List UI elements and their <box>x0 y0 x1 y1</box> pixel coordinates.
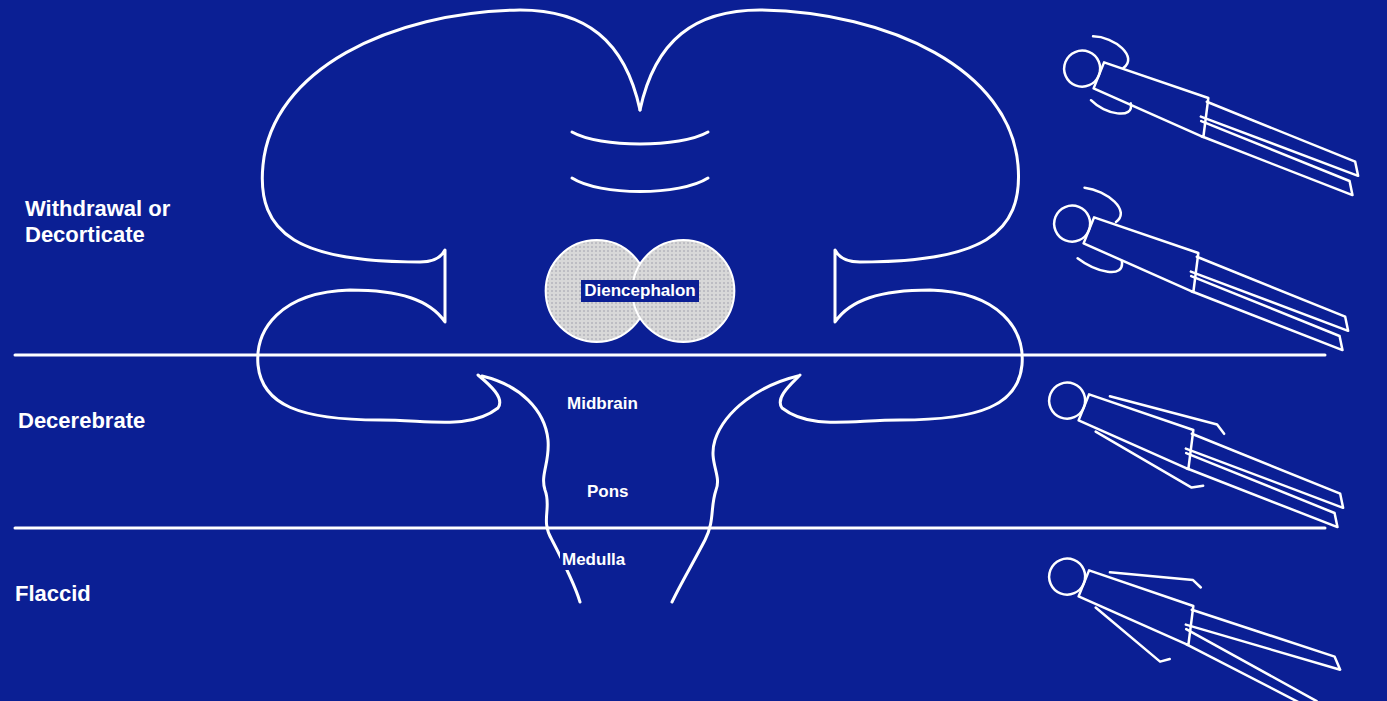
brainstem-right <box>672 376 798 602</box>
decorticate-figure <box>1054 28 1372 208</box>
level-divider <box>15 527 1325 530</box>
right-hemisphere <box>640 10 1022 422</box>
corpus-callosum <box>572 132 708 144</box>
corpus-callosum <box>572 178 708 192</box>
level-divider <box>15 354 1325 357</box>
decerebrate-figure <box>1038 362 1356 543</box>
structure-label: Pons <box>585 482 631 502</box>
flaccid-figure <box>1034 529 1351 701</box>
structure-label: Medulla <box>560 550 627 570</box>
level-label: Withdrawal or Decorticate <box>25 196 235 249</box>
diencephalon-circles: Diencephalon <box>535 238 745 344</box>
level-label: Flaccid <box>15 581 215 607</box>
decorticate-figure <box>1043 180 1363 366</box>
left-hemisphere <box>258 10 640 422</box>
level-label: Decerebrate <box>18 408 248 434</box>
node-text: Diencephalon <box>581 280 698 302</box>
structure-label: Midbrain <box>565 394 640 414</box>
